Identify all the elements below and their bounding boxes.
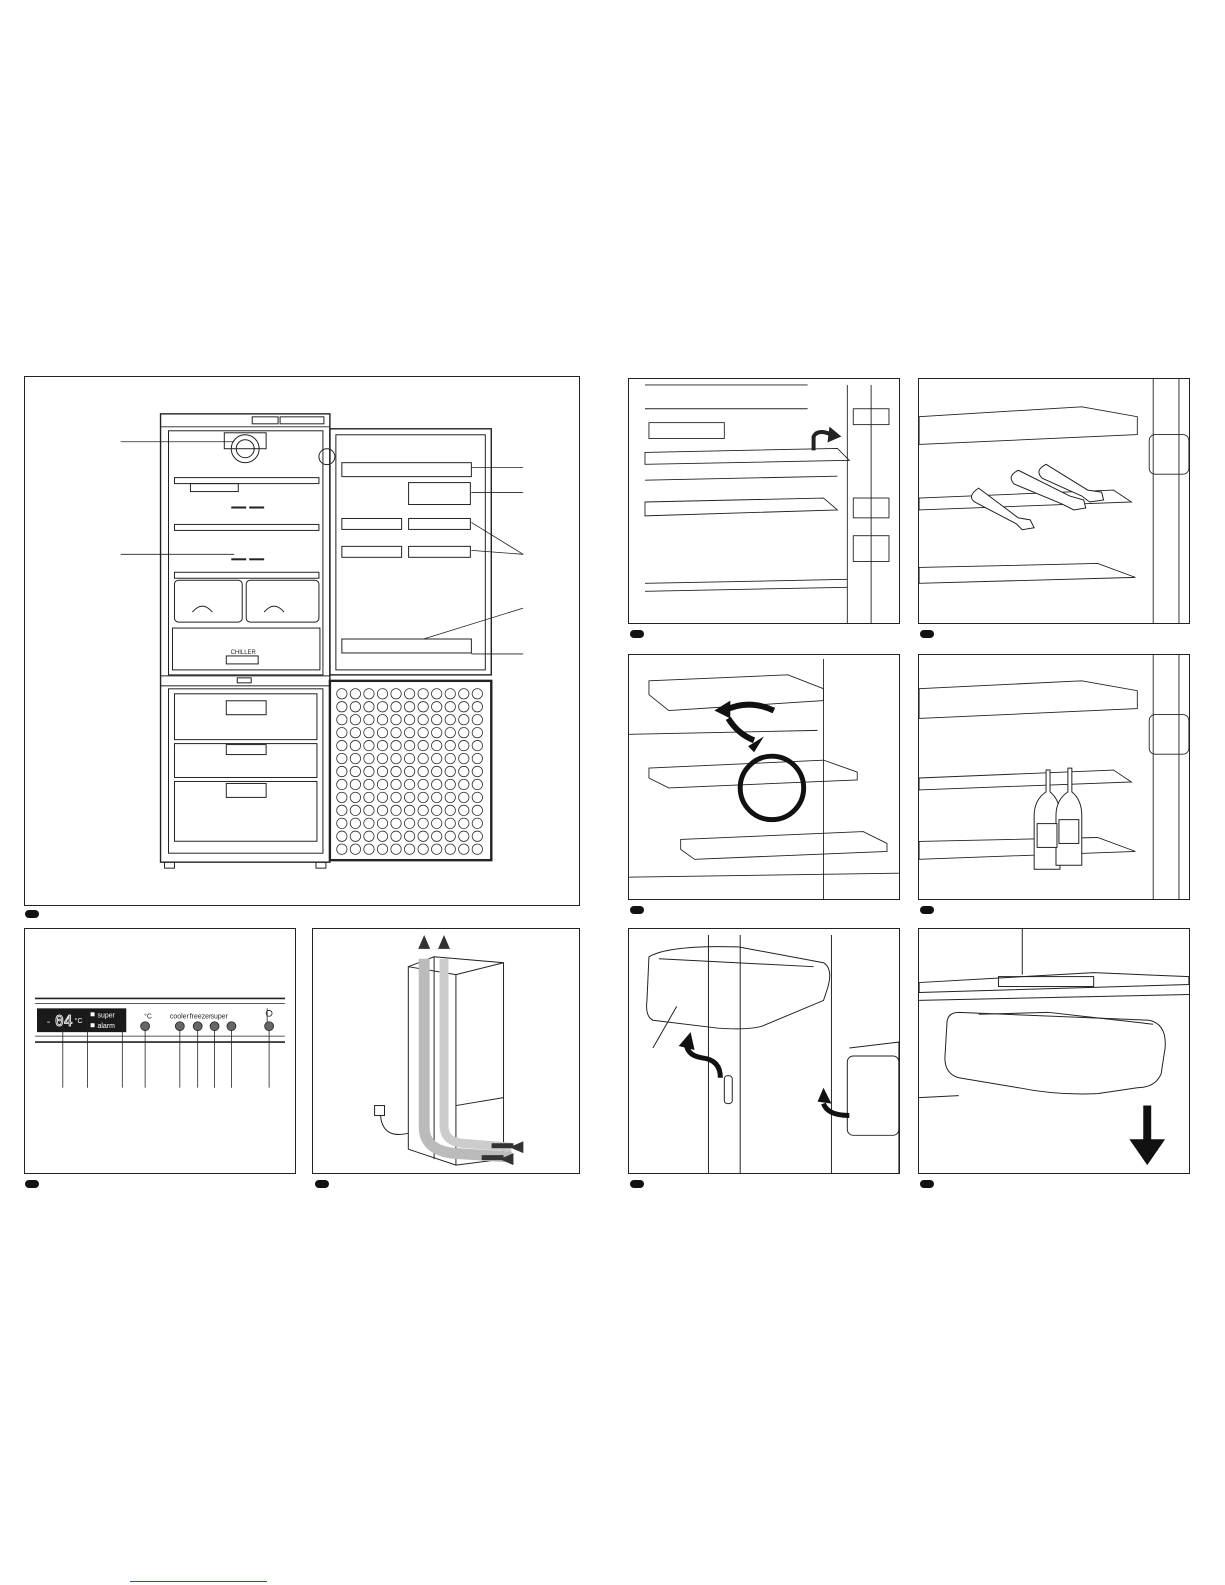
figure-5-bottle-rack [918,378,1190,624]
display-unit: °C [75,1017,83,1025]
bottle-icon [971,464,1103,529]
figure-tag-icon [920,906,934,914]
figure-7-upright-bottles [918,654,1190,900]
figure-tag-icon [25,1180,39,1188]
figure-tag-icon [920,630,934,638]
bottle-rack-drawing [919,379,1189,623]
button-label-super: super [211,1013,229,1020]
holiday-button[interactable] [227,1022,236,1031]
upright-bottles-drawing [919,655,1189,899]
footer-link-underline [130,1581,267,1582]
power-button[interactable] [265,1022,274,1031]
display-minus: - [47,1017,50,1028]
figure-tag-icon [630,630,644,638]
fridge-overview-drawing: CHILLER [25,377,579,905]
bottle-icon [1034,768,1082,869]
shelf-position-drawing [629,379,899,623]
figure-2-control-panel: - 04 °C super alarm °C cooler freezer su… [24,928,296,1174]
button-label-cooler: cooler [170,1013,190,1020]
drawer-removal-drawing [919,929,1189,1173]
plug-icon [375,1106,385,1116]
air-circulation-drawing [313,929,579,1173]
figure-tag-icon [315,1180,329,1188]
button-label-celsius: °C [144,1012,152,1020]
chiller-label: CHILLER [231,650,257,656]
cooler-button[interactable] [175,1022,184,1031]
figure-tag-icon [25,910,39,918]
button-label-freezer: freezer [190,1013,212,1020]
door-bin-drawing [629,929,899,1173]
shelf-rotation-drawing [629,655,899,899]
figure-8-door-bin [628,928,900,1174]
display-value: 04 [55,1012,73,1030]
arrow-icon [679,1032,832,1103]
control-panel-drawing: - 04 °C super alarm °C cooler freezer su… [25,929,295,1173]
indicator-alarm: alarm [98,1023,116,1030]
indicator-super: super [98,1012,116,1019]
figure-4-shelf-position [628,378,900,624]
arrow-icon [1129,1139,1165,1165]
super-button[interactable] [210,1022,219,1031]
arrow-icon [827,427,841,443]
figure-1-fridge-overview: CHILLER [24,376,580,906]
figure-tag-icon [630,906,644,914]
figure-9-drawer-removal [918,928,1190,1174]
freezer-button[interactable] [193,1022,202,1031]
figure-tag-icon [630,1180,644,1188]
figure-tag-icon [920,1180,934,1188]
figure-3-air-circulation [312,928,580,1174]
figure-6-shelf-rotation [628,654,900,900]
celsius-button[interactable] [141,1022,150,1031]
